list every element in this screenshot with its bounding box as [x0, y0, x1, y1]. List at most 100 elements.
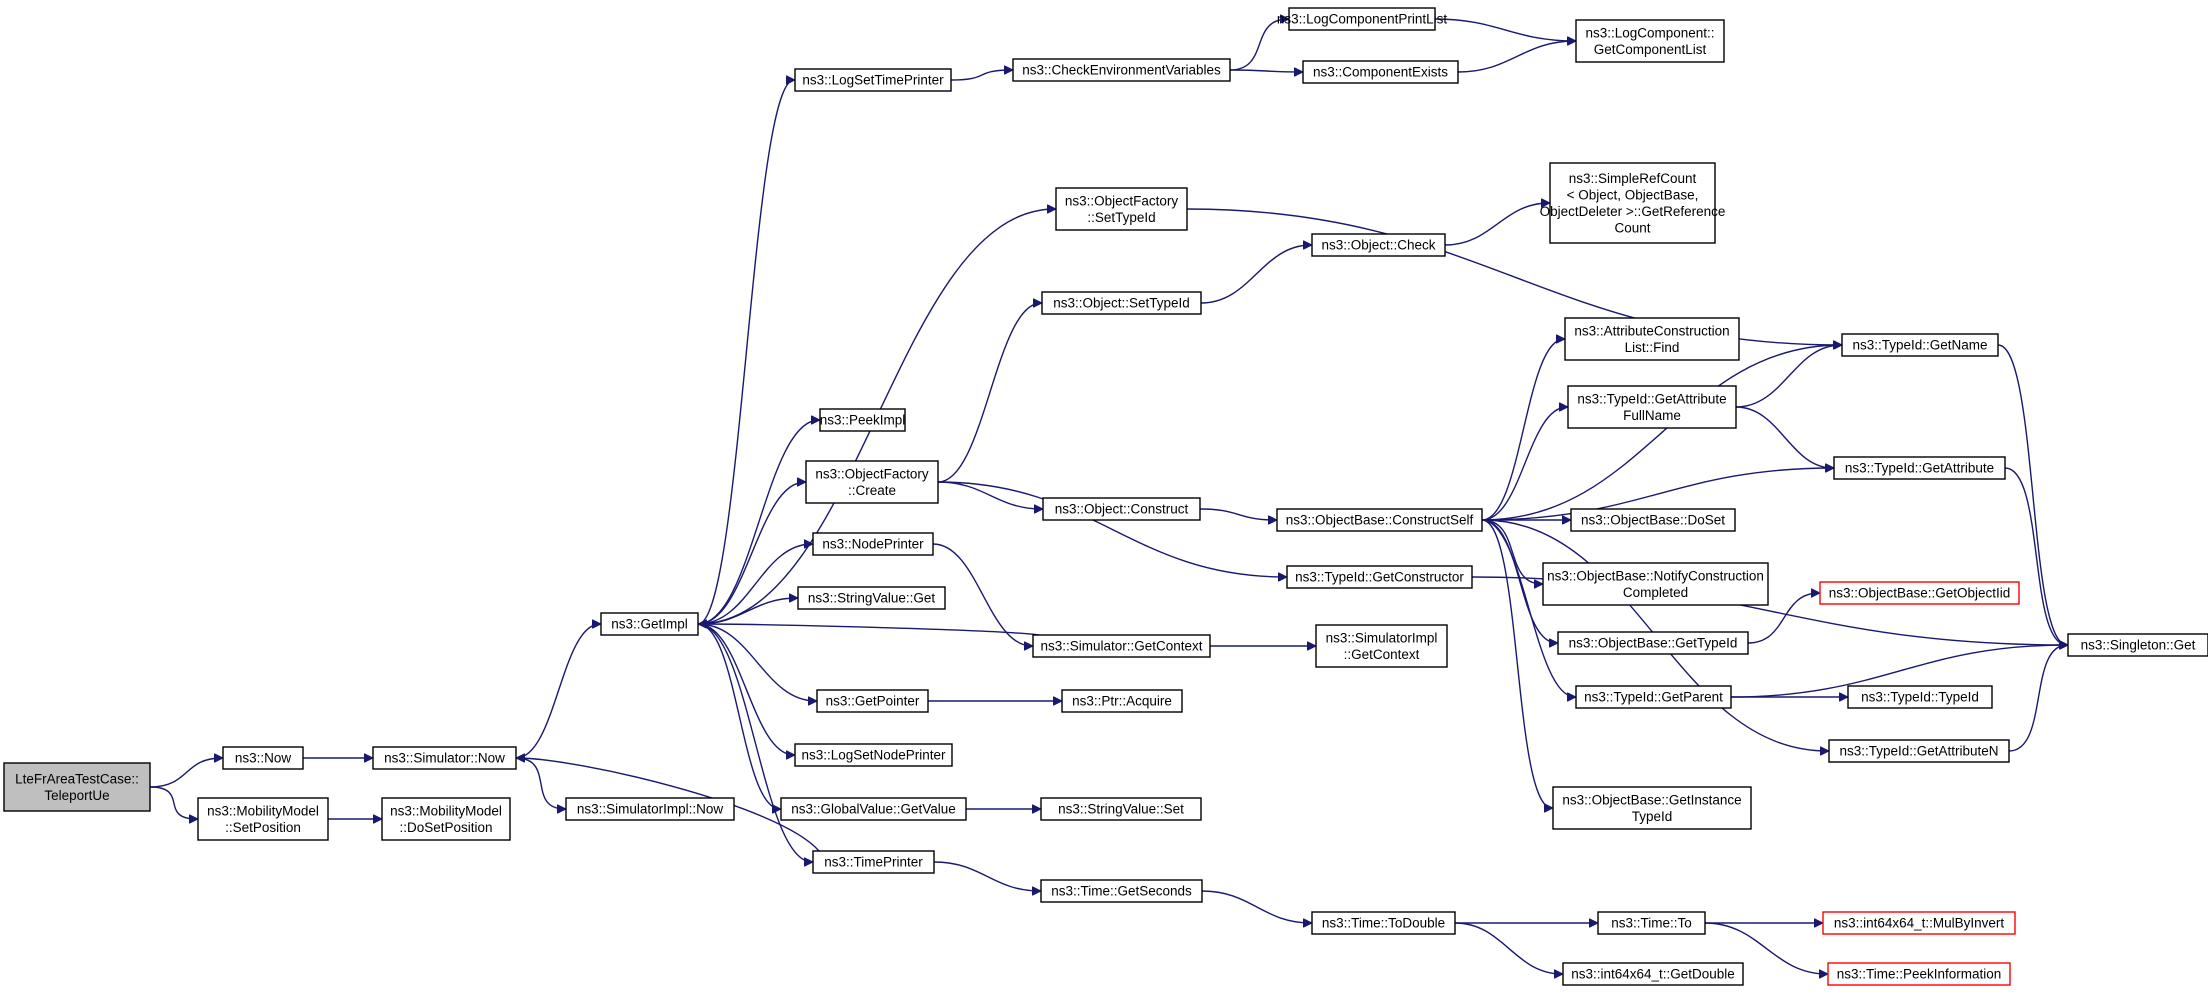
node-label: ::GetContext [1344, 647, 1420, 662]
node-ptr-acquire[interactable]: ns3::Ptr::Acquire [1061, 689, 1183, 713]
node-simimpl-getcontext[interactable]: ns3::SimulatorImpl::GetContext [1315, 624, 1448, 668]
node-label: ns3::MobilityModel [207, 803, 319, 818]
node-peekimpl[interactable]: ns3::PeekImpl [819, 408, 906, 432]
node-label: LteFrAreaTestCase:: [15, 771, 139, 786]
node-obj-settypeid[interactable]: ns3::Object::SetTypeId [1041, 291, 1202, 315]
node-label: ns3::ObjectBase::NotifyConstruction [1547, 568, 1764, 583]
node-box [1828, 739, 2010, 763]
node-label: ns3::PeekImpl [820, 413, 906, 428]
node-time-peekinfo[interactable]: ns3::Time::PeekInformation [1827, 962, 2011, 986]
node-strval-get[interactable]: ns3::StringValue::Get [797, 586, 946, 610]
node-ob-gettypeid[interactable]: ns3::ObjectBase::GetTypeId [1557, 631, 1749, 655]
node-box [1827, 962, 2011, 986]
node-box [372, 746, 517, 770]
node-ob-notifyconstr[interactable]: ns3::ObjectBase::NotifyConstructionCompl… [1542, 562, 1769, 606]
node-box [1311, 233, 1446, 257]
node-typeid-getname[interactable]: ns3::TypeId::GetName [1841, 333, 1999, 357]
node-ob-constructself[interactable]: ns3::ObjectBase::ConstructSelf [1276, 508, 1483, 532]
node-root[interactable]: LteFrAreaTestCase::TeleportUe [3, 762, 151, 812]
node-of-create[interactable]: ns3::ObjectFactory::Create [805, 460, 939, 504]
node-getimpl[interactable]: ns3::GetImpl [600, 612, 699, 636]
node-label: ns3::Singleton::Get [2081, 638, 2196, 653]
edge-logsettimeprinter-to-checkenv [950, 70, 1012, 81]
node-label: ns3::SimulatorImpl::Now [577, 802, 724, 817]
node-label: ns3::Ptr::Acquire [1072, 694, 1172, 709]
node-box [1055, 187, 1188, 231]
node-mm-dosetpos[interactable]: ns3::MobilityModel::DoSetPosition [381, 797, 511, 841]
node-typeid-typeid[interactable]: ns3::TypeId::TypeId [1847, 685, 1993, 709]
node-box [819, 408, 906, 432]
node-simimpl-now[interactable]: ns3::SimulatorImpl::Now [565, 797, 735, 821]
edge-sim-now-to-simimpl-now [515, 757, 565, 809]
node-box [805, 460, 939, 504]
node-box [1311, 911, 1456, 935]
node-label: ns3::ObjectFactory [1065, 193, 1179, 208]
node-box [1841, 333, 1999, 357]
node-int64-getdouble[interactable]: ns3::int64x64_t::GetDouble [1562, 962, 1744, 986]
node-box [1288, 7, 1436, 31]
node-box [1564, 317, 1740, 361]
node-compexists[interactable]: ns3::ComponentExists [1302, 60, 1459, 84]
node-time-todouble[interactable]: ns3::Time::ToDouble [1311, 911, 1456, 935]
node-label: ns3::NodePrinter [822, 537, 924, 552]
node-simplerefcount[interactable]: ns3::SimpleRefCount< Object, ObjectBase,… [1540, 162, 1726, 244]
node-label: ns3::ObjectBase::GetObjectIid [1829, 586, 2011, 601]
node-label: ns3::GetPointer [826, 694, 920, 709]
node-box [565, 797, 735, 821]
node-sim-now[interactable]: ns3::Simulator::Now [372, 746, 517, 770]
node-label: TypeId [1632, 809, 1673, 824]
edge-of-create-to-obj-settypeid [937, 303, 1041, 483]
node-logsettimeprinter[interactable]: ns3::LogSetTimePrinter [794, 68, 952, 92]
node-nodeprinter[interactable]: ns3::NodePrinter [812, 532, 934, 556]
edge-of-settypeid-to-typeid-getname [1186, 208, 1841, 345]
node-sim-getcontext[interactable]: ns3::Simulator::GetContext [1032, 634, 1211, 658]
node-now[interactable]: ns3::Now [222, 746, 304, 770]
node-of-settypeid[interactable]: ns3::ObjectFactory::SetTypeId [1055, 187, 1188, 231]
node-obj-construct[interactable]: ns3::Object::Construct [1042, 497, 1201, 521]
node-checkenv[interactable]: ns3::CheckEnvironmentVariables [1012, 58, 1231, 82]
node-label: ns3::ObjectBase::GetTypeId [1569, 636, 1738, 651]
edge-getimpl-to-timeprinter [697, 623, 812, 862]
node-label: ns3::Now [235, 751, 292, 766]
edge-of-create-to-typeid-getconstructor [937, 481, 1286, 577]
edge-obj-construct-to-ob-constructself [1199, 508, 1276, 520]
node-box [2067, 633, 2208, 657]
node-typeid-getparent[interactable]: ns3::TypeId::GetParent [1575, 685, 1732, 709]
node-label: ns3::Simulator::Now [384, 751, 505, 766]
node-ob-getobjectiid[interactable]: ns3::ObjectBase::GetObjectIid [1819, 581, 2020, 605]
node-mm-setpos[interactable]: ns3::MobilityModel::SetPosition [197, 797, 329, 841]
node-time-getseconds[interactable]: ns3::Time::GetSeconds [1040, 879, 1203, 903]
edge-getimpl-to-nodeprinter [697, 544, 812, 625]
node-obj-check[interactable]: ns3::Object::Check [1311, 233, 1446, 257]
node-label: < Object, ObjectBase, [1567, 187, 1699, 202]
node-box [1552, 786, 1752, 830]
edge-ob-constructself-to-attrconstr-find [1481, 339, 1564, 521]
node-timeprinter[interactable]: ns3::TimePrinter [812, 850, 935, 874]
node-typeid-getattributen[interactable]: ns3::TypeId::GetAttributeN [1828, 739, 2010, 763]
node-box [197, 797, 329, 841]
node-getpointer[interactable]: ns3::GetPointer [816, 689, 929, 713]
node-int64-mulbyinvert[interactable]: ns3::int64x64_t::MulByInvert [1822, 911, 2016, 935]
node-box [1562, 962, 1744, 986]
node-label: ObjectDeleter >::GetReference [1540, 204, 1726, 219]
node-typeid-getconstructor[interactable]: ns3::TypeId::GetConstructor [1286, 565, 1473, 589]
node-logsetnodeprinter[interactable]: ns3::LogSetNodePrinter [794, 743, 953, 767]
node-label: ns3::ObjectBase::DoSet [1581, 513, 1725, 528]
node-singleton-get[interactable]: ns3::Singleton::Get [2067, 633, 2208, 657]
edge-getimpl-to-peekimpl [697, 420, 819, 625]
node-box [1032, 634, 1211, 658]
node-box [1567, 385, 1737, 429]
node-time-to[interactable]: ns3::Time::To [1597, 911, 1706, 935]
node-gv-getvalue[interactable]: ns3::GlobalValue::GetValue [780, 797, 967, 821]
node-strval-set[interactable]: ns3::StringValue::Set [1040, 797, 1202, 821]
node-label: ns3::int64x64_t::MulByInvert [1834, 916, 2005, 931]
node-label: ns3::AttributeConstruction [1574, 323, 1729, 338]
node-logcompprintlist[interactable]: ns3::LogComponentPrintList [1277, 7, 1448, 31]
node-ob-doset[interactable]: ns3::ObjectBase::DoSet [1570, 508, 1736, 532]
node-typeid-getattribute[interactable]: ns3::TypeId::GetAttribute [1833, 456, 2006, 480]
node-box [1302, 60, 1459, 84]
node-logcomp-getcomplist[interactable]: ns3::LogComponent::GetComponentList [1575, 19, 1725, 63]
